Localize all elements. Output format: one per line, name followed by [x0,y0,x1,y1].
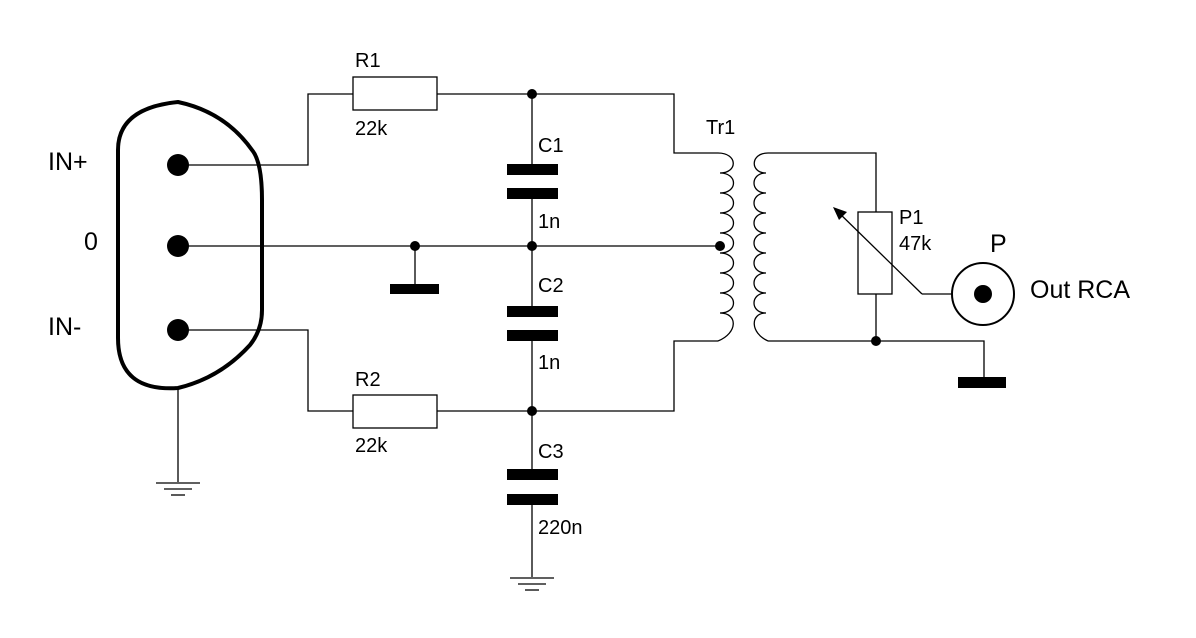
potentiometer-p1 [857,211,893,295]
p1-wiper-arrow [833,207,923,295]
rca-output-jack [951,262,1015,326]
input-connector [116,99,264,391]
junction-center-tap [715,241,725,251]
c3-ref: C3 [538,441,564,463]
junction-output-ground [871,336,881,346]
connector-label: P [990,230,1007,258]
capacitor-c1 [507,164,558,199]
label-in-minus: IN- [48,313,81,341]
wire-in-minus [178,329,353,412]
c2-value: 1n [538,352,560,374]
resistor-r1 [352,76,438,111]
output-label: Out RCA [1030,276,1130,304]
tr1-secondary-winding [753,152,769,342]
wire-top-node [437,93,718,154]
p1-ref: P1 [899,207,923,229]
c1-value: 1n [538,211,560,233]
wire-secondary-top [768,152,877,212]
capacitor-c2 [507,306,558,341]
label-in-plus: IN+ [48,148,88,176]
ground-bar-output [958,377,1006,388]
chassis-ground-symbol-c3 [510,577,554,591]
c1-ref: C1 [538,135,564,157]
wire-secondary-bottom [768,340,985,377]
r2-ref: R2 [355,369,381,391]
r1-ref: R1 [355,50,381,72]
label-zero: 0 [84,228,98,256]
resistor-r2 [352,394,438,429]
c2-ref: C2 [538,275,564,297]
wire-in-plus [178,93,353,166]
c3-value: 220n [538,517,583,539]
p1-value: 47k [899,233,932,255]
ground-bar-symbol [390,284,439,294]
transformer-tr1 [717,152,769,342]
wire-bottom-node [437,340,718,412]
r2-value: 22k [355,435,388,457]
capacitor-c3 [507,469,558,505]
chassis-ground-symbol-left [156,482,200,496]
r1-value: 22k [355,118,388,140]
tr1-ref: Tr1 [706,117,735,139]
tr1-primary-winding [717,152,735,342]
